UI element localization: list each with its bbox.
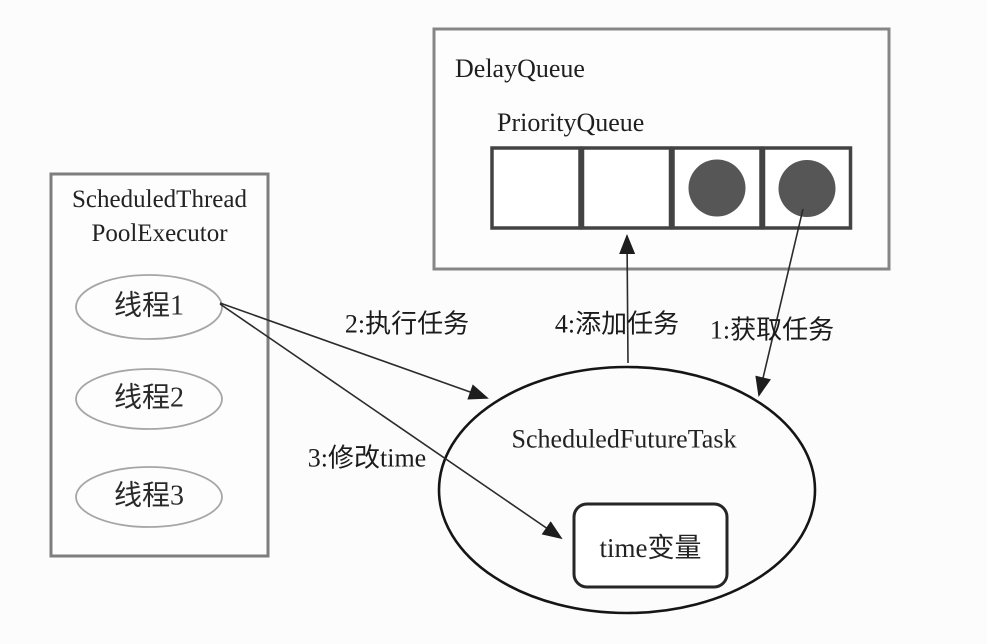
executor-title: ScheduledThread PoolExecutor — [51, 183, 268, 251]
arrow-4-label: 4:添加任务 — [554, 309, 680, 339]
delay-queue-title: DelayQueue — [455, 54, 585, 83]
arrow-1-label: 1:获取任务 — [709, 315, 835, 345]
priority-queue-slot-2 — [580, 146, 673, 230]
executor-title-line1: ScheduledThread — [72, 186, 247, 213]
thread-1-ellipse — [75, 274, 223, 340]
priority-queue-title: PriorityQueue — [497, 108, 645, 137]
thread-3-label: 线程3 — [113, 480, 185, 512]
thread-3-ellipse — [75, 466, 223, 528]
thread-2-label: 线程2 — [113, 382, 185, 414]
task-dot — [778, 160, 836, 217]
priority-queue-slot-1 — [490, 146, 582, 230]
time-variable-box — [572, 502, 729, 589]
arrow-3-modify-time — [219, 303, 563, 540]
executor-title-line2: PoolExecutor — [91, 220, 228, 247]
arrow-2-label: 2:执行任务 — [344, 309, 470, 339]
thread-2-ellipse — [75, 368, 223, 430]
arrow-2-execute-task — [219, 302, 489, 400]
scheduled-future-task-title: ScheduledFutureTask — [511, 424, 737, 454]
arrow-1-fetch-task — [755, 208, 804, 397]
time-variable-label: time变量 — [599, 533, 702, 563]
task-dot — [688, 159, 746, 217]
priority-queue-cells — [490, 146, 853, 230]
arrow-4-add-task — [619, 234, 636, 364]
thread-1-label: 线程1 — [113, 290, 185, 322]
arrow-3-label: 3:修改time — [307, 443, 427, 473]
